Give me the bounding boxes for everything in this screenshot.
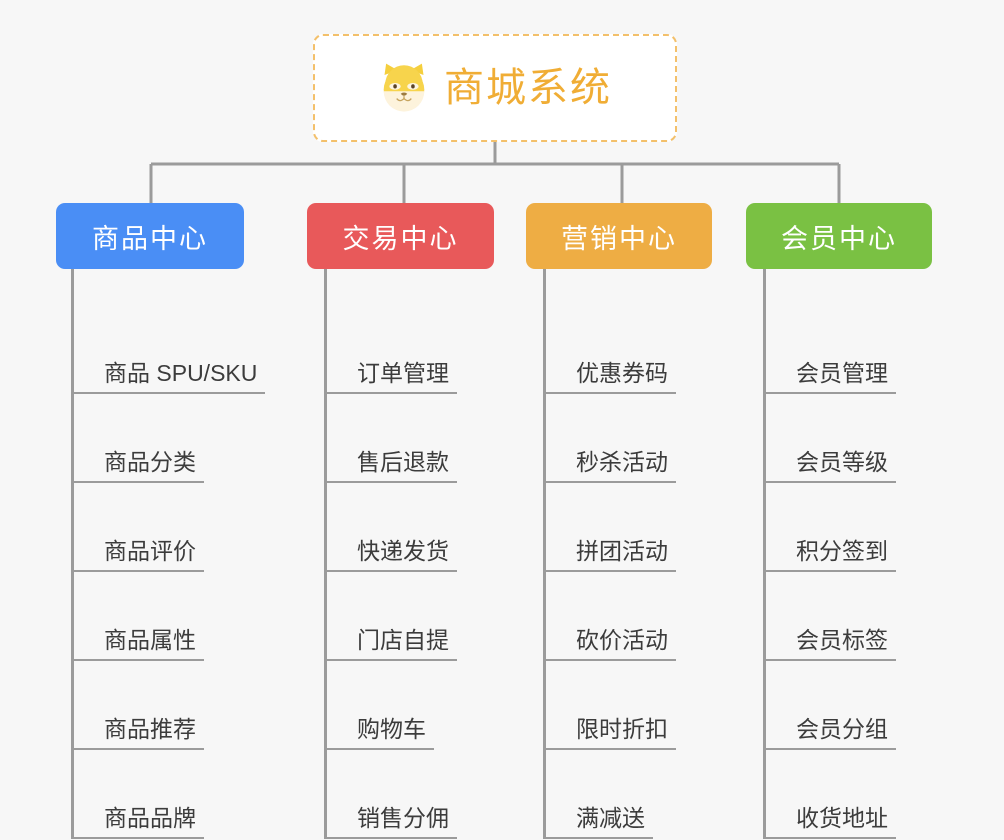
leaf-list-trade-center: 订单管理 售后退款 快递发货 门店自提 购物车 销售分佣 <box>324 269 494 839</box>
leaf-label: 积分签到 <box>763 538 896 572</box>
list-item[interactable]: 快递发货 <box>324 483 494 572</box>
list-item[interactable]: 满减送 <box>543 750 712 839</box>
list-item[interactable]: 限时折扣 <box>543 661 712 750</box>
branch-marketing-center: 营销中心 优惠券码 秒杀活动 拼团活动 砍价活动 限时折扣 满减送 <box>526 203 712 839</box>
branch-label: 商品中心 <box>92 223 208 254</box>
list-item[interactable]: 积分签到 <box>763 483 932 572</box>
leaf-label: 满减送 <box>543 805 653 839</box>
leaf-label: 订单管理 <box>324 360 457 394</box>
list-item[interactable]: 商品评价 <box>71 483 265 572</box>
leaf-label: 售后退款 <box>324 449 457 483</box>
list-item[interactable]: 商品分类 <box>71 394 265 483</box>
leaf-label: 销售分佣 <box>324 805 457 839</box>
list-item[interactable]: 收货地址 <box>763 750 932 839</box>
list-item[interactable]: 商品 SPU/SKU <box>71 305 266 394</box>
leaf-label: 购物车 <box>324 716 434 750</box>
leaf-label: 拼团活动 <box>543 538 676 572</box>
list-item[interactable]: 销售分佣 <box>324 750 494 839</box>
branch-trade-center: 交易中心 订单管理 售后退款 快递发货 门店自提 购物车 销售分佣 <box>307 203 494 839</box>
list-item[interactable]: 会员分组 <box>763 661 932 750</box>
branch-label: 交易中心 <box>342 223 459 254</box>
branch-header-marketing-center[interactable]: 营销中心 <box>526 203 712 269</box>
leaf-label: 商品属性 <box>71 627 204 661</box>
leaf-label: 商品评价 <box>71 538 204 572</box>
leaf-label: 会员标签 <box>763 627 896 661</box>
leaf-label: 商品 SPU/SKU <box>71 360 266 394</box>
leaf-label: 优惠券码 <box>543 360 676 394</box>
list-item[interactable]: 商品属性 <box>71 572 265 661</box>
list-item[interactable]: 秒杀活动 <box>543 394 712 483</box>
list-item[interactable]: 商品品牌 <box>71 750 265 839</box>
branch-header-product-center[interactable]: 商品中心 <box>56 203 244 269</box>
list-item[interactable]: 优惠券码 <box>543 305 712 394</box>
leaf-label: 收货地址 <box>763 805 896 839</box>
list-item[interactable]: 门店自提 <box>324 572 494 661</box>
leaf-label: 限时折扣 <box>543 716 676 750</box>
root-node[interactable]: 商城系统 <box>313 34 677 142</box>
leaf-label: 砍价活动 <box>543 627 676 661</box>
leaf-list-marketing-center: 优惠券码 秒杀活动 拼团活动 砍价活动 限时折扣 满减送 <box>543 269 712 839</box>
branch-label: 会员中心 <box>781 223 897 254</box>
root-title: 商城系统 <box>444 66 612 110</box>
leaf-label: 门店自提 <box>324 627 457 661</box>
list-item[interactable]: 会员等级 <box>763 394 932 483</box>
shiba-dog-icon <box>383 63 425 112</box>
branch-member-center: 会员中心 会员管理 会员等级 积分签到 会员标签 会员分组 收货地址 <box>746 203 932 839</box>
leaf-label: 会员等级 <box>763 449 896 483</box>
list-item[interactable]: 拼团活动 <box>543 483 712 572</box>
list-item[interactable]: 订单管理 <box>324 305 494 394</box>
leaf-label: 秒杀活动 <box>543 449 676 483</box>
list-item[interactable]: 会员管理 <box>763 305 932 394</box>
list-item[interactable]: 购物车 <box>324 661 494 750</box>
leaf-label: 快递发货 <box>324 538 457 572</box>
leaf-label: 会员分组 <box>763 716 896 750</box>
leaf-label: 商品品牌 <box>71 805 204 839</box>
list-item[interactable]: 会员标签 <box>763 572 932 661</box>
list-item[interactable]: 售后退款 <box>324 394 494 483</box>
branch-header-trade-center[interactable]: 交易中心 <box>307 203 494 269</box>
list-item[interactable]: 砍价活动 <box>543 572 712 661</box>
branch-header-member-center[interactable]: 会员中心 <box>746 203 932 269</box>
leaf-label: 商品推荐 <box>71 716 204 750</box>
branch-label: 营销中心 <box>561 223 677 254</box>
leaf-list-product-center: 商品 SPU/SKU 商品分类 商品评价 商品属性 商品推荐 商品品牌 <box>71 269 266 839</box>
leaf-list-member-center: 会员管理 会员等级 积分签到 会员标签 会员分组 收货地址 <box>763 269 932 839</box>
branch-product-center: 商品中心 商品 SPU/SKU 商品分类 商品评价 商品属性 商品推荐 商品品牌 <box>56 203 266 839</box>
list-item[interactable]: 商品推荐 <box>71 661 265 750</box>
leaf-label: 商品分类 <box>71 449 204 483</box>
leaf-label: 会员管理 <box>763 360 896 394</box>
